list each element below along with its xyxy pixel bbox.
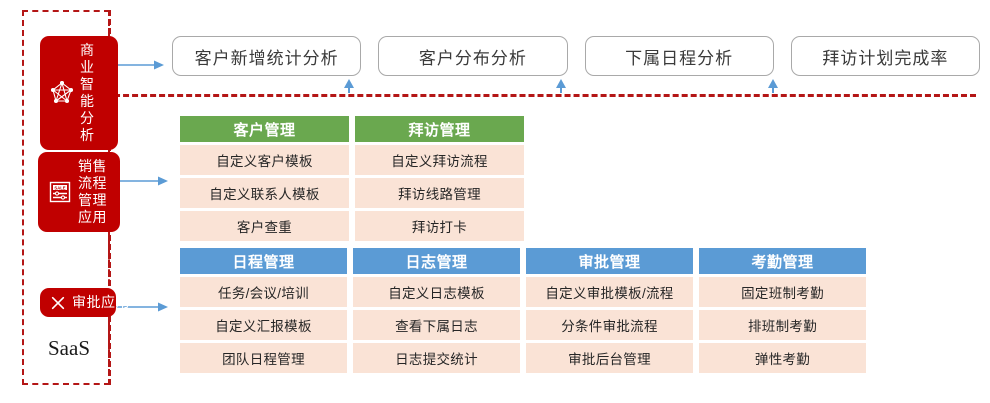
sidebar-badge-sales-process[interactable]: SALE 销售流程 管理应用 [38, 152, 120, 232]
module-item[interactable]: 客户查重 [180, 211, 349, 241]
module-header[interactable]: 考勤管理 [699, 248, 866, 274]
analytics-button-subordinate-schedule[interactable]: 下属日程分析 [584, 36, 774, 76]
module-item[interactable]: 排班制考勤 [699, 310, 866, 340]
sale-document-icon: SALE [49, 181, 71, 203]
sidebar-badge-label: 销售流程 管理应用 [78, 158, 107, 225]
analytics-button-row: 客户新增统计分析 客户分布分析 下属日程分析 拜访计划完成率 [172, 36, 980, 76]
saas-horizontal-divider [78, 94, 976, 97]
module-item[interactable]: 自定义拜访流程 [355, 145, 524, 175]
svg-text:SALE: SALE [54, 185, 65, 190]
connector-arrow-sales [120, 176, 168, 186]
module-item[interactable]: 自定义审批模板/流程 [526, 277, 693, 307]
flow-arrow-up-2 [556, 79, 566, 93]
connector-arrow-bi [118, 60, 164, 70]
sidebar-badge-bi-analytics[interactable]: 商业智 能分析 [40, 36, 118, 150]
module-column-approval-management: 审批管理 自定义审批模板/流程 分条件审批流程 审批后台管理 [526, 248, 693, 373]
module-item[interactable]: 日志提交统计 [353, 343, 520, 373]
module-header[interactable]: 客户管理 [180, 116, 349, 142]
analytics-button-visit-completion[interactable]: 拜访计划完成率 [790, 36, 980, 76]
module-item[interactable]: 固定班制考勤 [699, 277, 866, 307]
module-item[interactable]: 自定义日志模板 [353, 277, 520, 307]
module-item[interactable]: 团队日程管理 [180, 343, 347, 373]
module-item[interactable]: 自定义客户模板 [180, 145, 349, 175]
module-column-customer-management: 客户管理 自定义客户模板 自定义联系人模板 客户查重 [180, 116, 349, 241]
module-item[interactable]: 自定义汇报模板 [180, 310, 347, 340]
module-group-approval: 日程管理 任务/会议/培训 自定义汇报模板 团队日程管理 日志管理 自定义日志模… [180, 248, 866, 373]
module-column-visit-management: 拜访管理 自定义拜访流程 拜访线路管理 拜访打卡 [355, 116, 524, 241]
module-item[interactable]: 任务/会议/培训 [180, 277, 347, 307]
analytics-button-customer-growth[interactable]: 客户新增统计分析 [172, 36, 362, 76]
saas-platform-label: SaaS [48, 336, 90, 360]
sidebar-badge-label: 商业智 能分析 [80, 42, 95, 143]
network-graph-icon [50, 81, 74, 104]
scissors-icon [51, 296, 65, 309]
module-item[interactable]: 自定义联系人模板 [180, 178, 349, 208]
module-item[interactable]: 拜访线路管理 [355, 178, 524, 208]
module-column-log-management: 日志管理 自定义日志模板 查看下属日志 日志提交统计 [353, 248, 520, 373]
module-item[interactable]: 拜访打卡 [355, 211, 524, 241]
analytics-button-customer-distribution[interactable]: 客户分布分析 [378, 36, 568, 76]
module-header[interactable]: 日志管理 [353, 248, 520, 274]
module-item[interactable]: 分条件审批流程 [526, 310, 693, 340]
module-header[interactable]: 拜访管理 [355, 116, 524, 142]
module-header[interactable]: 日程管理 [180, 248, 347, 274]
sidebar-badge-label: 审批应用 [72, 294, 130, 310]
module-group-sales: 客户管理 自定义客户模板 自定义联系人模板 客户查重 拜访管理 自定义拜访流程 … [180, 116, 524, 241]
module-column-schedule-management: 日程管理 任务/会议/培训 自定义汇报模板 团队日程管理 [180, 248, 347, 373]
module-column-attendance-management: 考勤管理 固定班制考勤 排班制考勤 弹性考勤 [699, 248, 866, 373]
module-item[interactable]: 审批后台管理 [526, 343, 693, 373]
module-item[interactable]: 查看下属日志 [353, 310, 520, 340]
flow-arrow-up-3 [768, 79, 778, 93]
flow-arrow-up-1 [344, 79, 354, 93]
module-item[interactable]: 弹性考勤 [699, 343, 866, 373]
connector-arrow-approval [116, 302, 168, 312]
module-header[interactable]: 审批管理 [526, 248, 693, 274]
sidebar-badge-approval-app[interactable]: 审批应用 [40, 288, 130, 317]
